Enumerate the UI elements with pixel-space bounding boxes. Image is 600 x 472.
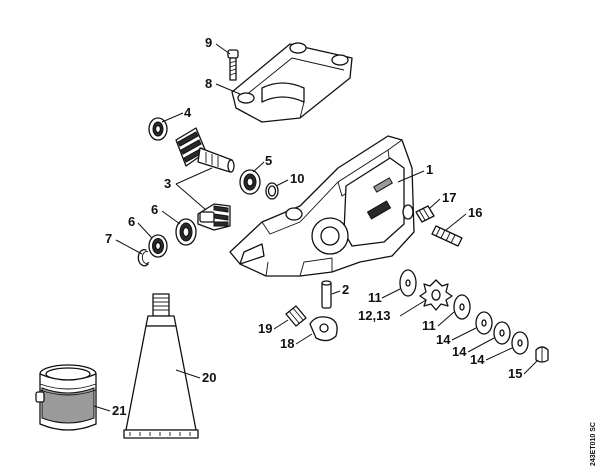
part-14-spacer-2 (493, 321, 511, 345)
part-14-spacer-3 (511, 331, 529, 355)
callout-12-13: 12,13 (358, 308, 391, 323)
part-7-circlip (137, 249, 150, 267)
part-14-spacer-1 (475, 311, 493, 335)
callout-6-upper: 6 (151, 202, 158, 217)
callout-19: 19 (258, 321, 272, 336)
part-1-gear-housing (229, 135, 415, 277)
drawing-code: 243ET010 SC (590, 422, 597, 466)
callout-9: 9 (205, 35, 212, 50)
callout-2: 2 (342, 282, 349, 297)
part-12-13-sprocket (419, 279, 453, 311)
part-18-adjuster (309, 316, 338, 342)
part-6-bearing-large (175, 218, 197, 246)
callout-5: 5 (265, 153, 272, 168)
callout-14-b: 14 (452, 344, 467, 359)
part-20-grease-tube (123, 293, 199, 439)
part-11-washer-lower (453, 294, 471, 320)
part-2-pin (321, 280, 332, 309)
callout-16: 16 (468, 205, 482, 220)
part-10-ring (265, 182, 279, 200)
callout-8: 8 (205, 76, 212, 91)
callout-1: 1 (426, 162, 433, 177)
part-8-clamp-cover (231, 42, 353, 123)
part-6-bearing-small (148, 234, 168, 258)
leader-lines (93, 43, 539, 412)
part-19-spring (285, 305, 307, 327)
part-15-screw (535, 346, 549, 363)
callout-14-a: 14 (436, 332, 451, 347)
callout-15: 15 (508, 366, 522, 381)
callout-18: 18 (280, 336, 294, 351)
part-11-washer-upper (399, 269, 417, 297)
callout-11-lower: 11 (422, 318, 436, 333)
callout-14-c: 14 (470, 352, 485, 367)
callout-17: 17 (442, 190, 456, 205)
callout-6-lower: 6 (128, 214, 135, 229)
callout-3: 3 (164, 176, 171, 191)
callout-20: 20 (202, 370, 216, 385)
part-9-screw (227, 49, 239, 81)
part-5-ball-bearing (239, 169, 261, 195)
callout-4: 4 (184, 105, 192, 120)
part-3-bevel-pinion (197, 203, 231, 231)
part-16-stud (431, 225, 463, 247)
callout-11-upper: 11 (368, 290, 382, 305)
part-21-grease-can (35, 364, 97, 431)
callout-21: 21 (112, 403, 126, 418)
callout-7: 7 (105, 231, 112, 246)
part-4-ball-bearing (148, 117, 168, 141)
part-3-bevel-gear-shaft (175, 127, 235, 173)
callout-labels: 9 8 4 5 10 3 6 6 7 1 17 16 2 11 12,13 11… (105, 35, 522, 418)
part-17-sleeve (415, 205, 435, 223)
callout-10: 10 (290, 171, 304, 186)
